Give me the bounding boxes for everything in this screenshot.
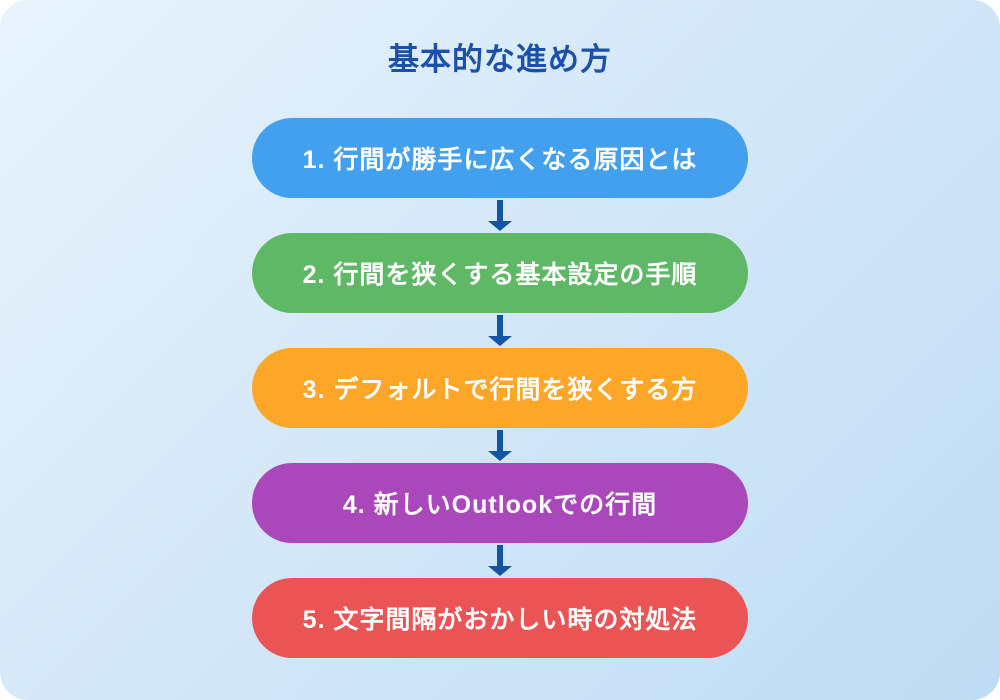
- flow-step-4: 4. 新しいOutlookでの行間: [252, 463, 748, 543]
- down-arrow-head-icon: [488, 451, 512, 461]
- down-arrow-3: [488, 428, 512, 463]
- down-arrow-4: [488, 543, 512, 578]
- down-arrow-line: [497, 200, 503, 221]
- flow-step-1: 1. 行間が勝手に広くなる原因とは: [252, 118, 748, 198]
- down-arrow-line: [497, 315, 503, 336]
- flow-step-3: 3. デフォルトで行間を狭くする方: [252, 348, 748, 428]
- flow-step-5: 5. 文字間隔がおかしい時の対処法: [252, 578, 748, 658]
- down-arrow-line: [497, 430, 503, 451]
- down-arrow-1: [488, 198, 512, 233]
- down-arrow-line: [497, 545, 503, 566]
- page-title: 基本的な進め方: [388, 42, 612, 77]
- down-arrow-head-icon: [488, 336, 512, 346]
- down-arrow-2: [488, 313, 512, 348]
- down-arrow-head-icon: [488, 221, 512, 231]
- flow-stack: 1. 行間が勝手に広くなる原因とは 2. 行間を狭くする基本設定の手順 3. デ…: [252, 118, 748, 658]
- down-arrow-head-icon: [488, 566, 512, 576]
- flow-step-2: 2. 行間を狭くする基本設定の手順: [252, 233, 748, 313]
